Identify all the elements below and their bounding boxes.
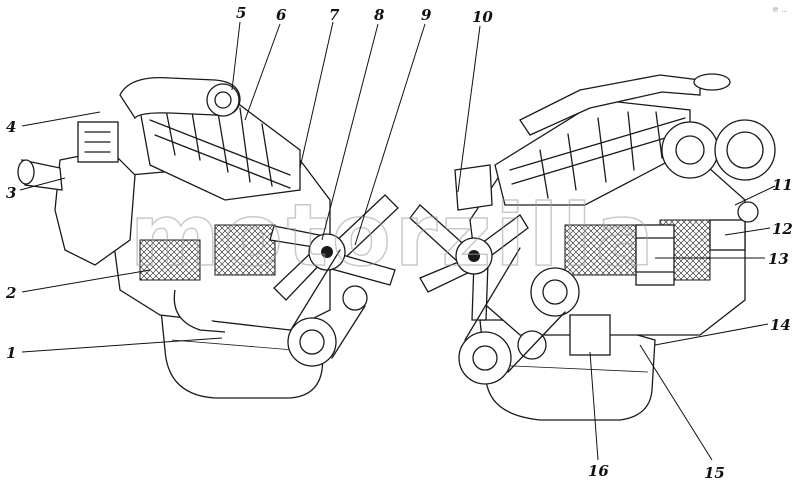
leader-9 bbox=[354, 23, 426, 246]
watermark: motorzilla bbox=[130, 186, 658, 286]
leader-10 bbox=[457, 25, 481, 193]
callout-16: 16 bbox=[588, 462, 609, 480]
callout-1: 1 bbox=[6, 344, 16, 362]
right-engine-view bbox=[409, 73, 776, 421]
callout-5: 5 bbox=[236, 4, 246, 22]
corner-mark: ℗ ... bbox=[772, 6, 788, 14]
leader-7 bbox=[299, 21, 334, 169]
leader-4 bbox=[21, 111, 101, 127]
leader-15 bbox=[639, 344, 713, 461]
right-compressor-housing bbox=[714, 119, 776, 181]
leader-6 bbox=[244, 23, 281, 121]
callout-2: 2 bbox=[5, 284, 16, 302]
callout-labels: 1 2 3 4 5 6 7 8 9 10 11 12 13 14 15 16 bbox=[5, 4, 793, 482]
left-fan bbox=[269, 194, 399, 301]
callout-10: 10 bbox=[472, 8, 493, 26]
right-fan bbox=[409, 204, 529, 321]
callout-15: 15 bbox=[704, 464, 725, 482]
callout-14: 14 bbox=[770, 316, 791, 334]
callout-9: 9 bbox=[421, 6, 432, 24]
leader-3 bbox=[19, 177, 66, 191]
right-lower-pump bbox=[569, 314, 611, 356]
left-block-texture bbox=[139, 239, 201, 281]
leader-1 bbox=[21, 337, 223, 353]
leader-lines bbox=[19, 21, 776, 461]
callout-6: 6 bbox=[276, 6, 287, 24]
leader-8 bbox=[321, 23, 379, 241]
callout-13: 13 bbox=[768, 250, 789, 268]
callout-4: 4 bbox=[6, 118, 16, 136]
leader-16 bbox=[589, 351, 599, 461]
left-engine-view bbox=[17, 76, 399, 399]
leader-11 bbox=[734, 185, 776, 206]
left-exhaust-pipe bbox=[173, 289, 226, 333]
left-compressor-housing bbox=[206, 83, 240, 117]
left-crankshaft-pulley bbox=[287, 317, 337, 367]
right-crankshaft-pulley bbox=[458, 331, 512, 385]
callout-7: 7 bbox=[329, 6, 340, 24]
leader-14 bbox=[654, 323, 769, 346]
right-oil-filter bbox=[635, 224, 675, 286]
right-block-texture bbox=[564, 224, 646, 276]
callout-8: 8 bbox=[374, 6, 385, 24]
right-alternator bbox=[530, 267, 580, 317]
leader-5 bbox=[231, 21, 241, 91]
right-air-pipe bbox=[519, 74, 701, 136]
callout-3: 3 bbox=[6, 184, 16, 202]
leader-12 bbox=[724, 227, 771, 236]
right-turbocharger bbox=[661, 121, 719, 179]
callout-11: 11 bbox=[772, 176, 793, 194]
callout-12: 12 bbox=[772, 220, 793, 238]
leader-2 bbox=[21, 269, 151, 293]
